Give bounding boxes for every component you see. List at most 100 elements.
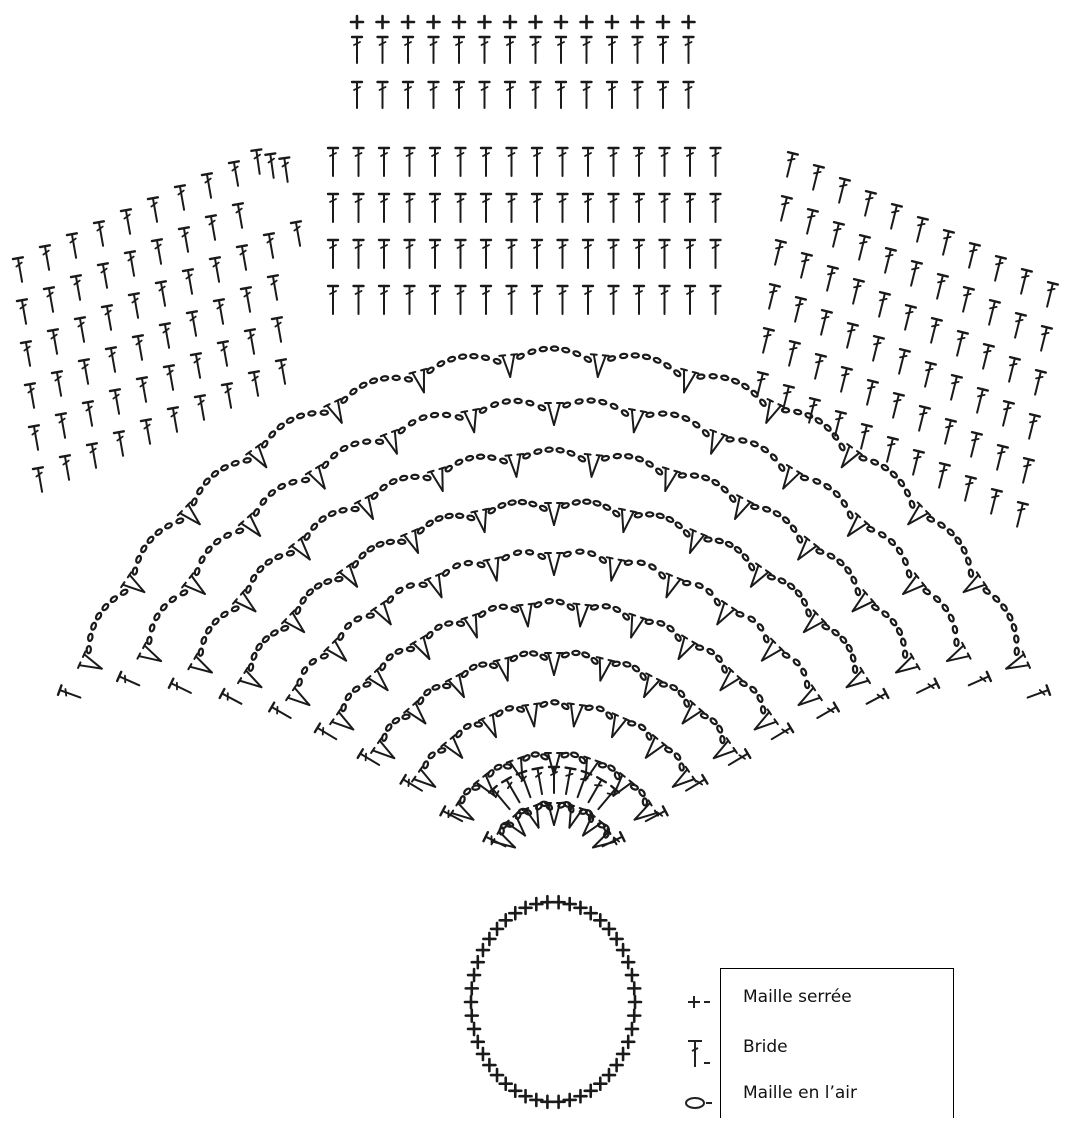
bride-stitch: [480, 37, 490, 63]
chain-stitch: [881, 464, 889, 471]
chain-stitch: [330, 452, 338, 460]
bride-stitch: [874, 292, 890, 318]
chain-stitch: [400, 475, 408, 481]
bride-stitch: [67, 233, 81, 258]
bride-stitch: [836, 367, 852, 393]
chain-stitch: [153, 613, 160, 621]
bride-stitch: [245, 329, 259, 354]
chain-stitch: [696, 645, 704, 650]
chain-stitch: [203, 477, 211, 485]
single-crochet-stitch: [594, 914, 606, 926]
v-stitch-group: [425, 573, 450, 600]
chain-stitch: [782, 516, 790, 524]
chain-stitch: [286, 417, 294, 424]
chain-stitch: [933, 595, 941, 603]
bride-stitch: [533, 768, 547, 795]
chain-stitch: [700, 713, 708, 720]
chain-stitch: [655, 468, 663, 476]
bride-stitch: [405, 240, 415, 268]
chain-stitch: [567, 450, 575, 457]
chain-stitch: [593, 500, 601, 506]
chain-stitch: [351, 441, 359, 447]
v-stitch-group: [412, 767, 440, 794]
v-stitch-group: [484, 557, 506, 582]
bride-stitch: [403, 37, 413, 63]
chain-stitch: [352, 560, 360, 568]
bride-stitch: [822, 266, 838, 292]
chain-stitch: [871, 604, 879, 611]
chain-stitch: [628, 721, 636, 726]
chain-stitch: [850, 576, 857, 584]
chain-stitch: [231, 460, 239, 466]
chain-stitch: [448, 356, 456, 362]
chain-stitch: [642, 354, 650, 360]
chain-stitch: [603, 504, 611, 511]
chain-stitch: [638, 789, 646, 797]
chain-stitch: [697, 374, 705, 379]
chain-stitch: [793, 658, 801, 666]
bride-stitch: [816, 310, 832, 336]
bride-stitch: [1024, 414, 1040, 440]
chain-stitch: [147, 637, 152, 645]
bride-stitch: [1030, 370, 1046, 396]
chain-stitch: [795, 589, 803, 597]
bride-stitch: [834, 178, 850, 204]
chain-stitch: [602, 604, 610, 609]
chain-stitch: [277, 483, 285, 490]
v-stitch-group: [583, 454, 603, 478]
chain-stitch: [110, 595, 118, 603]
bride-stitch: [454, 37, 464, 63]
bride-stitch: [456, 148, 466, 176]
chain-stitch: [539, 505, 547, 512]
chain-stitch: [393, 376, 400, 380]
bride-stitch: [584, 777, 606, 805]
bride-stitch: [711, 286, 721, 314]
chain-stitch: [493, 358, 501, 365]
chain-stitch: [982, 587, 990, 595]
bride-stitch: [531, 82, 541, 108]
bride-stitch: [79, 359, 93, 384]
chain-stitch: [321, 411, 328, 415]
chain-stitch: [545, 447, 552, 452]
bride-stitch: [52, 371, 66, 396]
bride-stitch: [860, 191, 876, 217]
chain-stitch: [638, 724, 646, 732]
chain-stitch: [741, 383, 749, 390]
chain-stitch: [678, 690, 686, 698]
v-stitch-group: [902, 502, 930, 530]
bride-stitch: [483, 832, 507, 851]
chain-stitch: [529, 501, 537, 507]
chain-stitch: [408, 419, 416, 426]
bride-stitch: [75, 317, 89, 342]
chain-stitch: [504, 764, 512, 769]
chain-stitch: [268, 430, 276, 438]
chain-stitch: [253, 508, 260, 516]
chain-stitch: [751, 504, 759, 509]
bride-stitch: [378, 37, 388, 63]
bride-stitch: [315, 724, 339, 744]
chain-stitch: [538, 553, 546, 560]
bride-stitch: [354, 148, 364, 176]
v-stitch-group: [714, 668, 742, 696]
bride-stitch: [430, 240, 440, 268]
chain-stitch: [556, 599, 564, 605]
chain-stitch: [417, 527, 425, 535]
chain-stitch: [782, 408, 789, 413]
chain-stitch: [739, 438, 747, 443]
bride-stitch: [268, 275, 282, 300]
bride-stitch: [94, 221, 108, 246]
bride-stitch: [17, 299, 31, 324]
chain-stitch: [351, 507, 358, 511]
v-stitch-group: [371, 601, 398, 629]
bride-stitch: [607, 37, 617, 63]
chain-stitch: [417, 697, 424, 705]
chain-stitch: [389, 478, 397, 485]
chain-stitch: [297, 678, 303, 686]
chain-stitch: [411, 475, 418, 479]
v-stitch-group: [121, 572, 149, 599]
chain-stitch: [748, 563, 755, 571]
v-stitch-group: [239, 513, 267, 541]
bride-stitch: [660, 194, 670, 222]
chain-stitch: [847, 511, 854, 519]
